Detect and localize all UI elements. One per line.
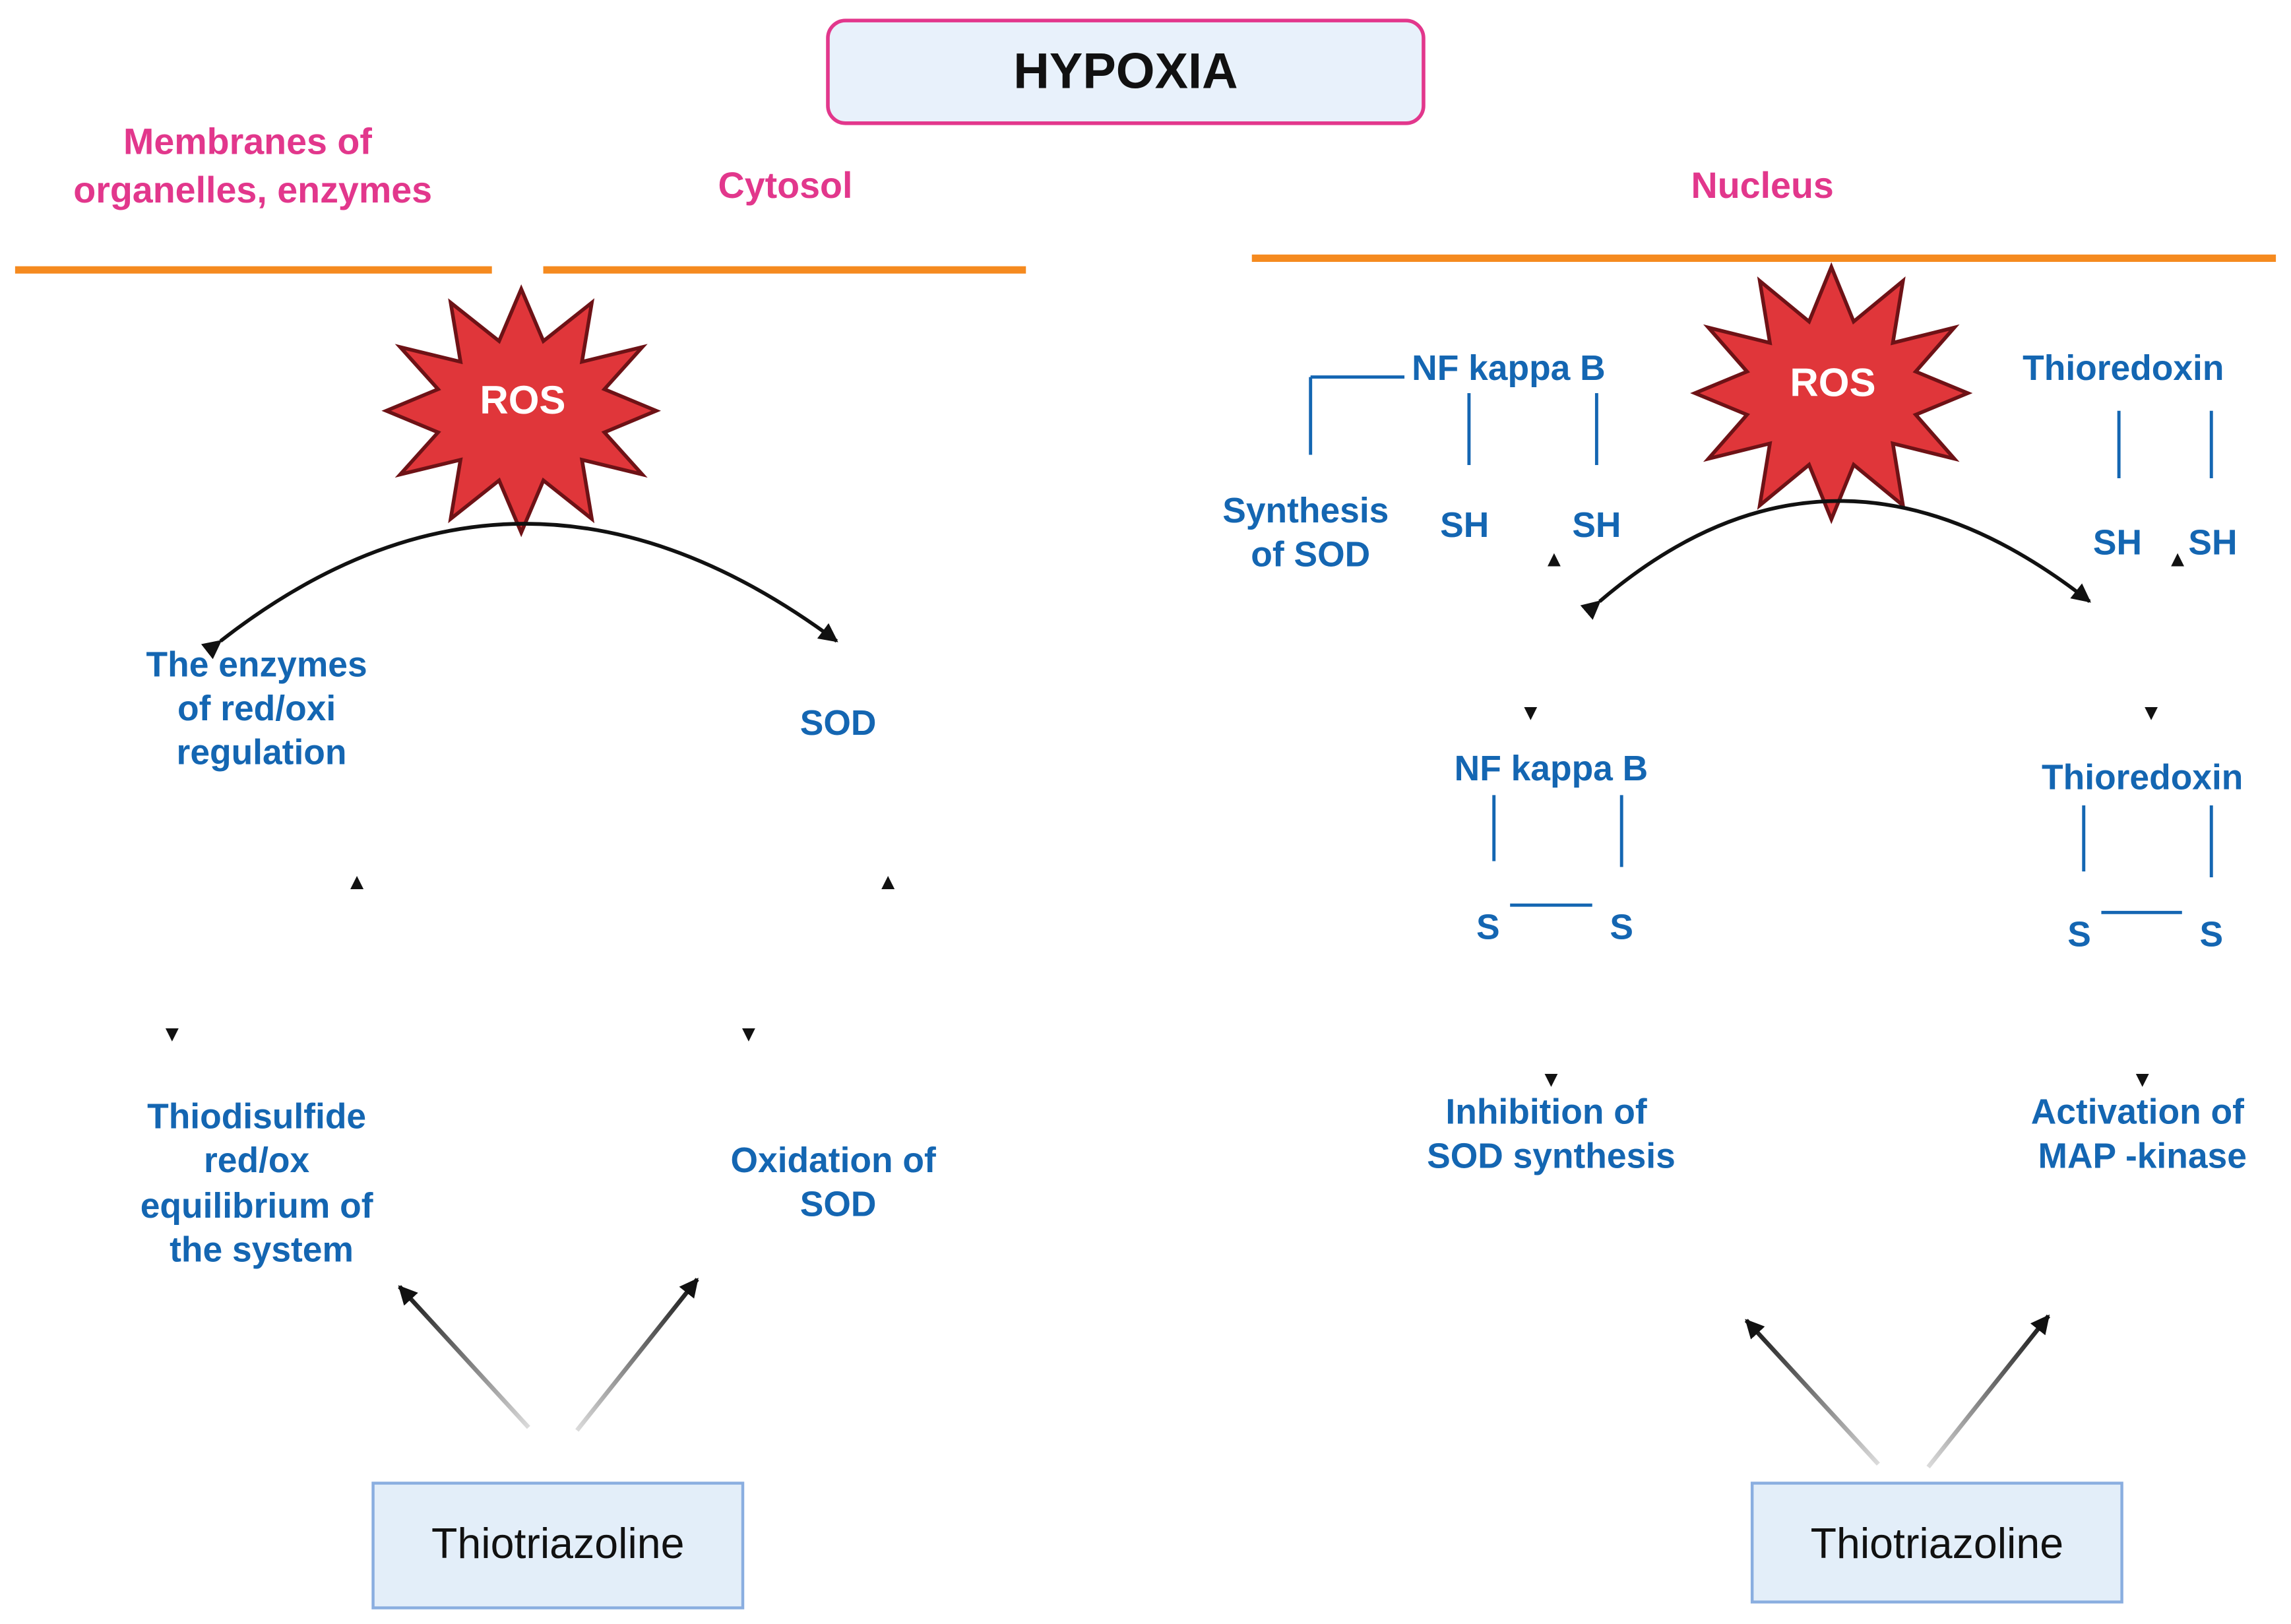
drug-box-right (1750, 1482, 2123, 1604)
text-sh-trx-1: SH (2093, 524, 2142, 563)
text-nfkb-top: NF kappa B (1412, 349, 1606, 388)
text-nfkb-mid: NF kappa B (1455, 749, 1648, 788)
text-inhibition: Inhibition of SOD synthesis (1427, 1093, 1676, 1176)
ros-star-right: ROS (1690, 262, 1973, 524)
label-nucleus: Nucleus (1691, 165, 1834, 206)
ros-star-left: ROS (381, 284, 662, 538)
nfkb-top-group (1309, 375, 1598, 466)
title-box (826, 18, 1426, 125)
drug-label-left: Thiotriazoline (431, 1520, 685, 1567)
title-text: HYPOXIA (1013, 44, 1238, 99)
text-oxidation: Oxidation of SOD (731, 1141, 946, 1224)
text-sod: SOD (800, 704, 877, 743)
text-enzymes: The enzymes of red/oxi regulation (146, 645, 377, 772)
ros-curve-arrow-left (201, 522, 838, 660)
text-sh-trx-2: SH (2188, 524, 2237, 563)
text-s-nfkb-2: S (1610, 908, 1633, 947)
label-cytosol: Cytosol (718, 165, 853, 206)
thioredoxin-top-lines (2117, 410, 2213, 479)
text-thiodisulfide: Thiodisulfide red/ox equilibrium of the … (141, 1097, 383, 1269)
ros-label-left: ROS (480, 378, 565, 422)
drug-label-right: Thiotriazoline (1811, 1520, 2064, 1567)
text-activation: Activation of MAP -kinase (2031, 1093, 2254, 1176)
text-thioredoxin-top: Thioredoxin (2023, 349, 2224, 388)
text-s-trx-1: S (2067, 915, 2091, 954)
text-thioredoxin-mid: Thioredoxin (2042, 759, 2243, 797)
arrow-drug-to-activation (1926, 1314, 2050, 1469)
label-membranes: Membranes of organelles, enzymes (73, 121, 432, 210)
arrow-drug-to-inhibition (1744, 1319, 1880, 1466)
text-s-trx-2: S (2199, 915, 2223, 954)
text-sh-nfkb-1: SH (1440, 506, 1489, 545)
ros-label-right: ROS (1790, 360, 1875, 404)
arrow-drug-to-thiodisulfide (398, 1285, 530, 1429)
arrow-drug-to-oxidation (575, 1278, 699, 1432)
text-sh-nfkb-2: SH (1572, 506, 1621, 545)
nfkb-disulfide-lines (1492, 795, 1623, 907)
ros-curve-arrow-right (1580, 499, 2091, 620)
trx-disulfide-lines (2082, 805, 2213, 914)
drug-box-left (371, 1482, 745, 1609)
text-synthesis-sod: Synthesis of SOD (1222, 491, 1398, 575)
text-s-nfkb-1: S (1476, 908, 1500, 947)
